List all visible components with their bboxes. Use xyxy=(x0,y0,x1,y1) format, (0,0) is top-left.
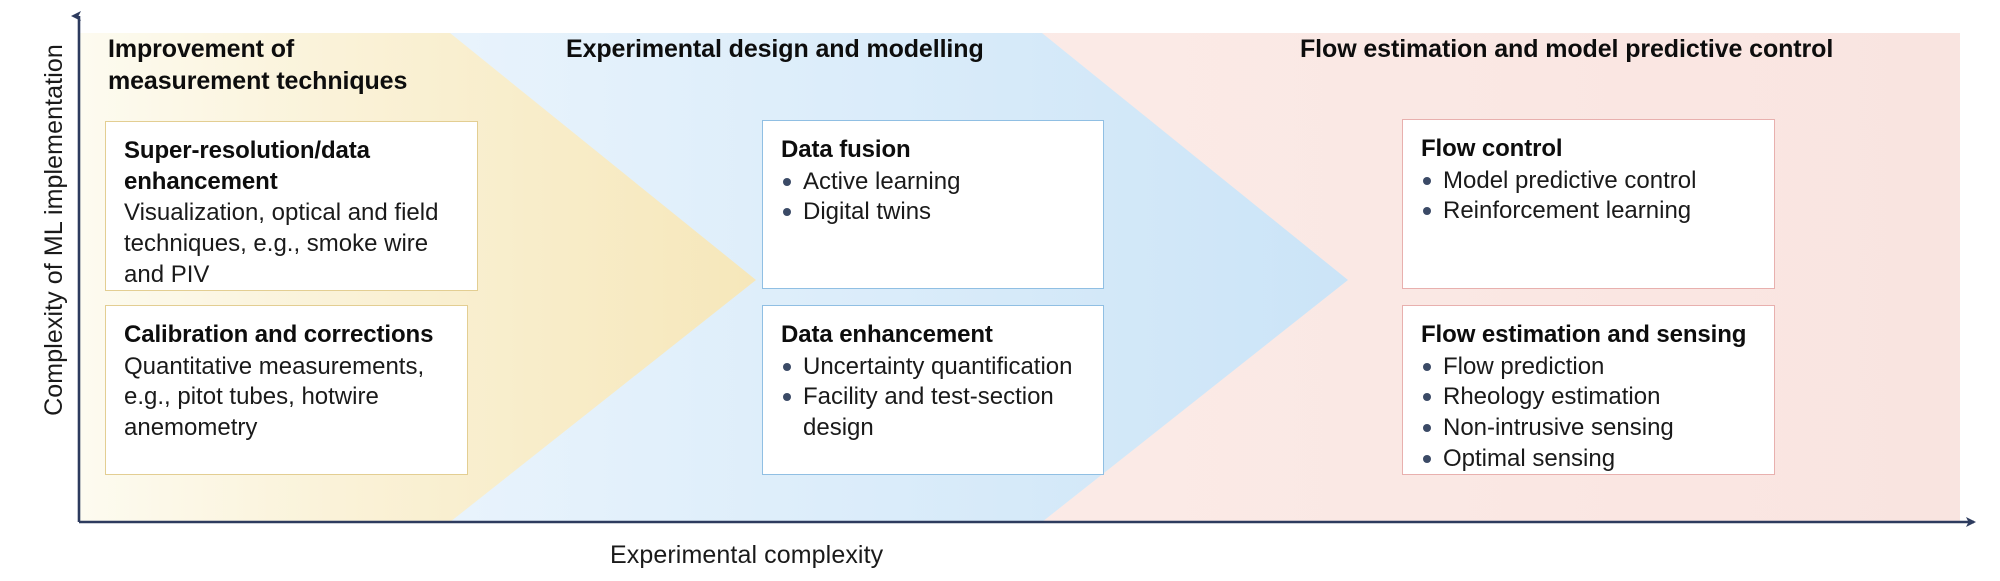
card-flow-estimation: Flow estimation and sensing Flow predict… xyxy=(1402,305,1775,475)
list-item-label: Non-intrusive sensing xyxy=(1443,414,1674,442)
list-item: Rheology estimation xyxy=(1421,382,1756,413)
list-item-label: Reinforcement learning xyxy=(1443,197,1692,225)
stage-header-experimental: Experimental design and modelling xyxy=(566,35,984,63)
list-item: Flow prediction xyxy=(1421,352,1756,383)
list-item-label: Model predictive control xyxy=(1443,166,1697,194)
bullet-dot-icon xyxy=(1423,176,1431,185)
bullet-dot-icon xyxy=(1423,393,1431,402)
list-item: Optimal sensing xyxy=(1421,444,1756,475)
card-data-enhancement: Data enhancement Uncertainty quantificat… xyxy=(762,305,1104,475)
stage-header-flow: Flow estimation and model predictive con… xyxy=(1300,35,1834,63)
bullet-dot-icon xyxy=(1423,454,1431,463)
card-calibration: Calibration and corrections Quantitative… xyxy=(105,305,468,475)
card-title: Flow estimation and sensing xyxy=(1421,321,1747,348)
bullet-dot-icon xyxy=(783,208,791,217)
card-title: Calibration and corrections xyxy=(124,321,434,348)
list-item-label: Uncertainty quantification xyxy=(803,352,1073,380)
card-bullet-list: Uncertainty quantification Facility and … xyxy=(781,352,1085,444)
list-item: Facility and test-section design xyxy=(781,382,1085,443)
bullet-dot-icon xyxy=(783,393,791,402)
x-axis-label: Experimental complexity xyxy=(610,541,884,569)
list-item-label: Rheology estimation xyxy=(1443,383,1661,411)
card-super-resolution: Super-resolution/data enhancement Visual… xyxy=(105,121,478,291)
card-description: Quantitative measurements, e.g., pitot t… xyxy=(124,352,425,442)
list-item: Reinforcement learning xyxy=(1421,196,1756,227)
bullet-dot-icon xyxy=(1423,424,1431,433)
bullet-dot-icon xyxy=(783,362,791,371)
card-bullet-list: Flow prediction Rheology estimation Non-… xyxy=(1421,352,1756,475)
stage-header-line-2: measurement techniques xyxy=(108,66,408,95)
card-title: Super-resolution/data enhancement xyxy=(124,137,370,195)
card-title: Flow control xyxy=(1421,135,1563,162)
card-title: Data enhancement xyxy=(781,321,993,348)
bullet-dot-icon xyxy=(783,177,791,186)
list-item: Non-intrusive sensing xyxy=(1421,413,1756,444)
stage-header-line-1: Improvement of xyxy=(108,35,295,63)
list-item-label: Digital twins xyxy=(803,198,932,226)
list-item: Uncertainty quantification xyxy=(781,352,1085,383)
list-item: Digital twins xyxy=(781,197,1085,228)
bullet-dot-icon xyxy=(1423,362,1431,371)
card-description: Visualization, optical and field techniq… xyxy=(124,199,439,288)
card-bullet-list: Model predictive control Reinforcement l… xyxy=(1421,166,1756,227)
card-bullet-list: Active learning Digital twins xyxy=(781,167,1085,228)
list-item-label: Flow prediction xyxy=(1443,352,1605,380)
list-item-label: Optimal sensing xyxy=(1443,444,1616,472)
list-item: Active learning xyxy=(781,167,1085,198)
list-item: Model predictive control xyxy=(1421,166,1756,197)
list-item-label: Facility and test-section design xyxy=(803,383,1054,442)
bullet-dot-icon xyxy=(1423,207,1431,216)
card-data-fusion: Data fusion Active learning Digital twin… xyxy=(762,120,1104,289)
y-axis-label: Complexity of ML implementation xyxy=(40,44,68,416)
stage-header-improvement: Improvement of measurement techniques xyxy=(108,34,448,98)
card-flow-control: Flow control Model predictive control Re… xyxy=(1402,119,1775,289)
card-title: Data fusion xyxy=(781,136,911,163)
list-item-label: Active learning xyxy=(803,167,961,195)
